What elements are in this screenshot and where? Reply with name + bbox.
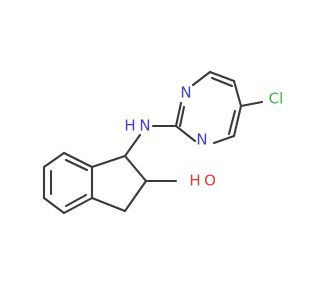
bond: [174, 124, 197, 143]
bond: [123, 154, 148, 183]
bond-c-cl: [239, 100, 264, 108]
molecule-diagram: N H N N Cl O H: [42, 70, 284, 215]
double-bond: [210, 76, 234, 88]
bond: [62, 151, 94, 169]
chlorine-label: Cl: [269, 90, 284, 108]
hydroxyl-h-label: H: [189, 172, 200, 190]
bond: [232, 104, 243, 138]
bond: [62, 196, 94, 215]
bond: [123, 179, 148, 213]
bond: [42, 196, 66, 215]
bond: [90, 154, 127, 169]
bond: [90, 196, 127, 213]
double-bond: [178, 105, 186, 128]
bond: [212, 134, 236, 145]
bond: [232, 79, 243, 108]
amine-n-label: N: [139, 117, 150, 135]
double-bond: [64, 158, 89, 172]
ring-n-bottom-label: N: [196, 131, 207, 149]
bond: [191, 70, 212, 87]
bond: [174, 101, 183, 128]
bond: [208, 70, 236, 83]
hydroxyl-o-label: O: [204, 172, 216, 190]
double-bond: [227, 109, 237, 136]
bond: [42, 151, 66, 169]
ring-n-top-label: N: [180, 84, 191, 102]
amine-h-label: H: [124, 117, 135, 135]
bond-c-nh: [123, 133, 142, 158]
structure-svg: N H N N Cl O H: [42, 70, 284, 215]
double-bond: [64, 193, 88, 208]
cyclopentane-ring: [90, 154, 148, 213]
pyrimidine-ring: [174, 70, 243, 145]
benzene-ring: [42, 151, 94, 215]
